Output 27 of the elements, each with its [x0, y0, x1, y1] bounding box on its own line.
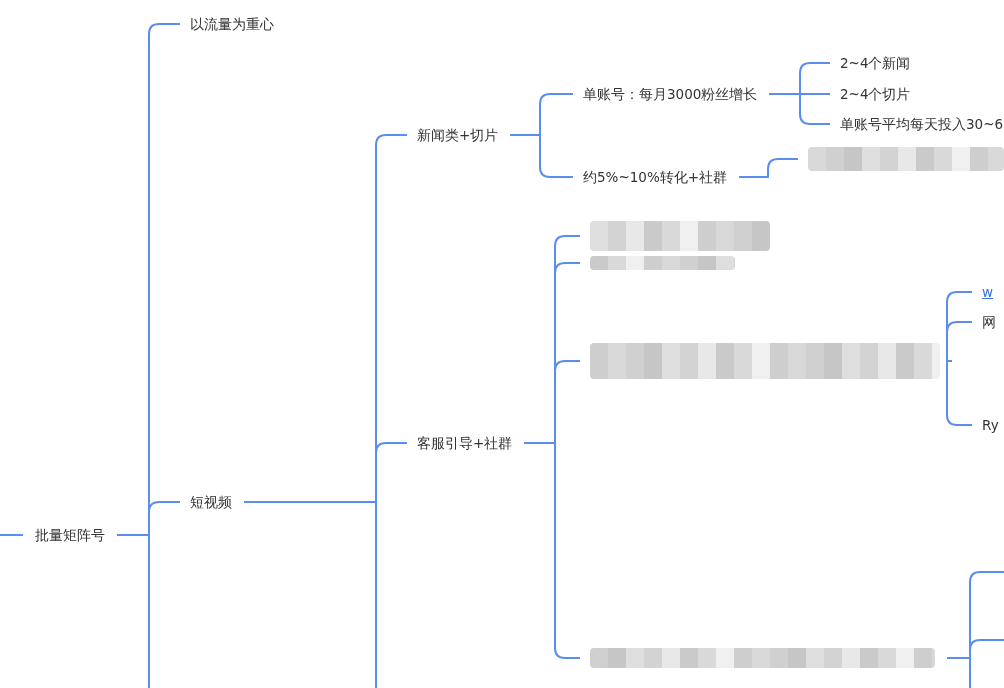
topic-label: 单账号平均每天投入30~6 [840, 115, 1004, 133]
topic-label: 2~4个切片 [840, 85, 911, 103]
connector-line [243, 501, 377, 688]
topic-label: 新闻类+切片 [417, 126, 499, 144]
connector-line [768, 93, 831, 125]
connector-line [509, 134, 574, 178]
topic-label: 约5%~10%转化+社群 [583, 168, 728, 186]
topic-label: 单账号：每月3000粉丝增长 [583, 85, 758, 103]
link-text: w [982, 283, 994, 301]
pixelated-block [590, 343, 940, 379]
pixelated-block [590, 648, 935, 668]
topic-label: 客服引导+社群 [417, 434, 513, 452]
topic-label: Ry [982, 416, 999, 434]
connector-line [738, 158, 799, 178]
connector-line [0, 534, 24, 536]
topic-label: 批量矩阵号 [35, 526, 105, 544]
connector-line [523, 442, 581, 659]
pixelated-block [590, 221, 770, 251]
topic-label: 以流量为重心 [190, 15, 274, 33]
topic-label: 网 [982, 313, 996, 331]
topic-label: 短视频 [190, 493, 232, 511]
pixelated-block [590, 256, 735, 270]
connector-line [946, 657, 971, 688]
connector-line [946, 360, 973, 426]
pixelated-block [808, 147, 1004, 171]
connector-line [946, 321, 973, 362]
topic-label: 2~4个新闻 [840, 54, 911, 72]
